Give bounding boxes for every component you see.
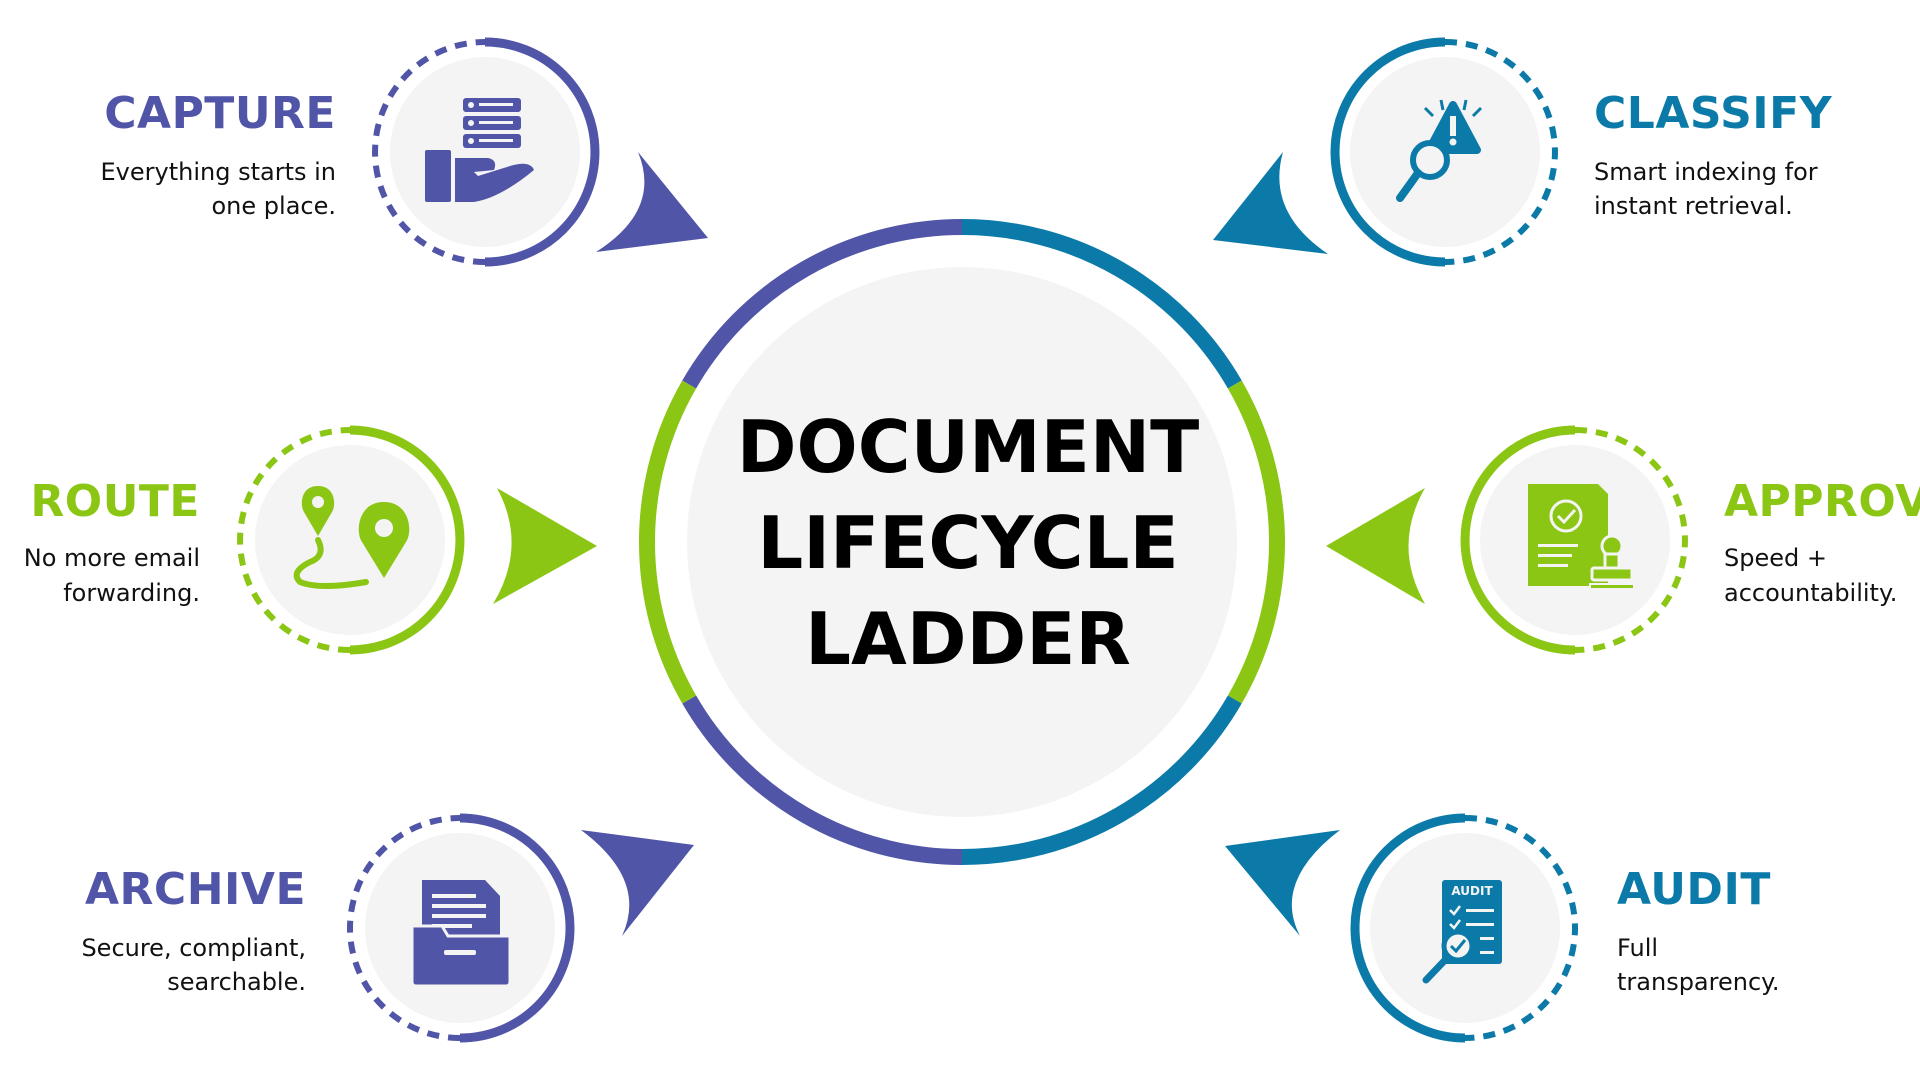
capture-ring-solid: [484, 37, 600, 267]
classify-ring-solid: [1330, 37, 1446, 267]
arrow-approve: [1326, 488, 1425, 604]
arrow-archive: [581, 830, 694, 936]
route-ring-solid: [349, 425, 465, 655]
stage-approve: APPROVE Speed + accountability.: [1460, 425, 1920, 655]
audit-ring-dashed: [1464, 815, 1578, 1041]
arrow-audit: [1225, 830, 1340, 936]
capture-title: CAPTURE: [104, 88, 336, 139]
route-title: ROUTE: [30, 476, 200, 527]
capture-ring-dashed: [372, 39, 486, 265]
audit-desc-line-1: Full: [1617, 934, 1658, 962]
stage-archive: ARCHIVE Secure, compliant, searchable.: [81, 813, 575, 1043]
audit-desc-line-2: transparency.: [1617, 968, 1780, 996]
center-ring-segment-blue-top: [961, 219, 1242, 389]
center-title-line-2: LIFECYCLE: [757, 501, 1178, 585]
stage-classify: CLASSIFY Smart indexing for instant retr…: [1330, 37, 1833, 267]
center-ring-segment-purple-bottom: [682, 695, 963, 865]
route-pins-icon: [293, 486, 410, 589]
center-title-line-1: DOCUMENT: [737, 405, 1199, 489]
center-ring-segment-blue-bottom: [961, 695, 1242, 865]
audit-ring-solid: [1350, 813, 1466, 1043]
center-circle: [687, 267, 1237, 817]
approve-ring-solid: [1460, 425, 1576, 655]
archive-ring-dashed: [347, 815, 461, 1041]
approve-title: APPROVE: [1724, 476, 1920, 527]
stage-audit: AUDIT AUDIT Full transparency.: [1350, 813, 1780, 1043]
arrow-route: [493, 488, 597, 604]
audit-title: AUDIT: [1617, 864, 1771, 915]
center-hub: DOCUMENT LIFECYCLE LADDER: [639, 219, 1285, 865]
approve-desc-line-2: accountability.: [1724, 579, 1897, 607]
center-title-line-3: LADDER: [805, 597, 1131, 681]
stage-route: ROUTE No more email forwarding.: [24, 425, 465, 655]
route-ring-dashed: [237, 427, 351, 653]
approve-desc-line-1: Speed +: [1724, 544, 1827, 572]
capture-circle: [390, 57, 580, 247]
classify-desc-line-1: Smart indexing for: [1594, 158, 1818, 186]
arrows: [493, 152, 1425, 936]
archive-folder-icon: [410, 880, 512, 988]
route-circle: [255, 445, 445, 635]
center-ring-segment-green-left: [639, 380, 697, 704]
server-hand-icon: [425, 98, 534, 202]
stage-capture: CAPTURE Everything starts in one place.: [101, 37, 600, 267]
archive-desc-line-1: Secure, compliant,: [81, 934, 306, 962]
center-ring-segment-green-right: [1227, 380, 1285, 704]
approved-document-stamp-icon: [1528, 484, 1635, 590]
classify-title: CLASSIFY: [1594, 88, 1833, 139]
classify-desc-line-2: instant retrieval.: [1594, 192, 1793, 220]
archive-ring-solid: [459, 813, 575, 1043]
capture-desc-line-1: Everything starts in: [101, 158, 336, 186]
route-desc-line-2: forwarding.: [63, 579, 200, 607]
archive-title: ARCHIVE: [85, 864, 306, 915]
approve-ring-dashed: [1574, 427, 1688, 653]
archive-desc-line-2: searchable.: [167, 968, 306, 996]
capture-desc-line-2: one place.: [212, 192, 337, 220]
search-alert-icon: [1396, 99, 1483, 202]
audit-checklist-icon: AUDIT: [1422, 880, 1502, 984]
route-desc-line-1: No more email: [24, 544, 200, 572]
svg-text:AUDIT: AUDIT: [1451, 884, 1493, 898]
center-ring-segment-purple-top: [682, 219, 963, 389]
arrow-capture: [596, 152, 708, 252]
arrow-classify: [1213, 152, 1328, 254]
classify-ring-dashed: [1444, 39, 1558, 265]
